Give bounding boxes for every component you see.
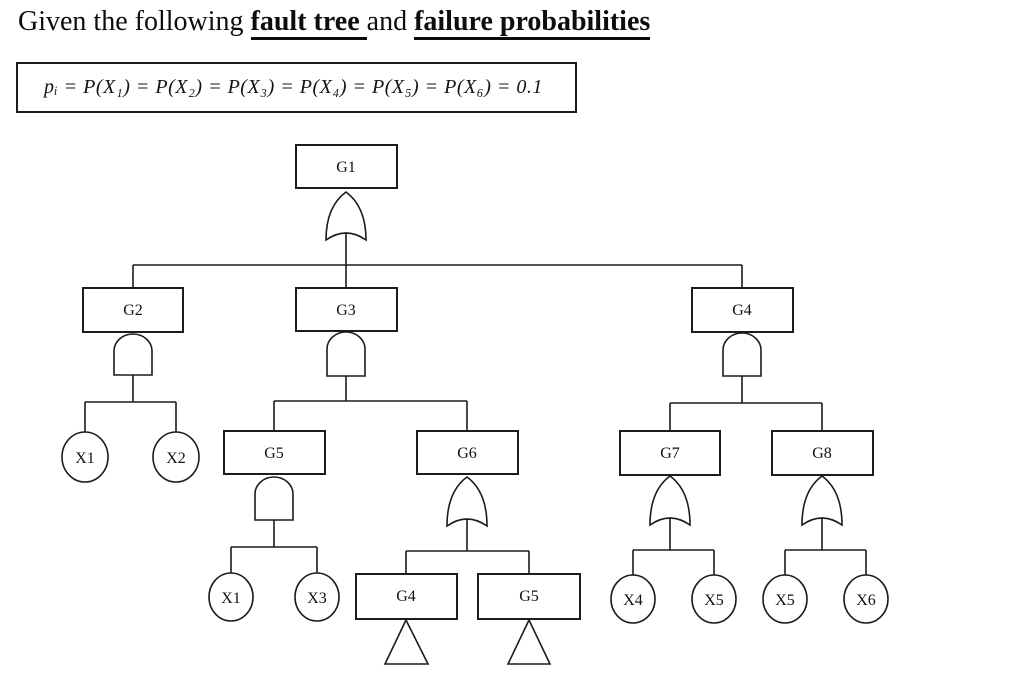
gate-g3: G3 xyxy=(295,287,398,332)
event-circle-x4 xyxy=(610,574,656,624)
and-gate-icon-g3 xyxy=(326,331,366,377)
gate-box-g6 xyxy=(416,430,519,475)
event-circle-x5a xyxy=(691,574,737,624)
event-label-x5a: X5 xyxy=(704,592,724,609)
event-circle-x2 xyxy=(152,431,200,483)
failure-probability-formula-box: pᵢ = P(X₁) = P(X₂) = P(X₃) = P(X₄) = P(X… xyxy=(16,62,577,113)
connectors xyxy=(84,228,867,575)
event-circle-x1b xyxy=(208,572,254,622)
connector-g1-children xyxy=(132,228,743,288)
basic-event-x5-under-g8: X5 xyxy=(762,574,808,624)
event-circle-x1 xyxy=(61,431,109,483)
gate-label-g3: G3 xyxy=(336,302,356,319)
or-gate-icon-g7 xyxy=(649,475,691,527)
basic-event-x5-under-g7: X5 xyxy=(691,574,737,624)
transfer-g4: G4 xyxy=(355,573,458,665)
event-label-x6: X6 xyxy=(856,592,876,609)
gate-box-g4 xyxy=(691,287,794,333)
gate-label-g1: G1 xyxy=(336,159,356,176)
gate-box-g1 xyxy=(295,144,398,189)
gate-g8: G8 xyxy=(771,430,874,476)
event-label-x1b: X1 xyxy=(221,590,241,607)
transfer-label-g4: G4 xyxy=(396,588,416,605)
title-mid: and xyxy=(366,6,415,37)
gate-label-g5: G5 xyxy=(264,445,284,462)
basic-event-x4-under-g7: X4 xyxy=(610,574,656,624)
gate-label-g6: G6 xyxy=(457,445,477,462)
transfer-triangle-icon-g5 xyxy=(506,618,552,665)
connector-g3-children xyxy=(273,376,468,431)
gate-box-g3 xyxy=(295,287,398,332)
event-circle-x3 xyxy=(294,572,340,622)
or-gate-icon-g8 xyxy=(801,475,843,527)
basic-event-x1-under-g5: X1 xyxy=(208,572,254,622)
gate-label-g8: G8 xyxy=(812,445,832,462)
event-label-x5b: X5 xyxy=(775,592,795,609)
event-circle-x6 xyxy=(843,574,889,624)
gate-box-g2 xyxy=(82,287,184,333)
gate-box-g7 xyxy=(619,430,721,476)
gate-label-g4: G4 xyxy=(732,302,752,319)
transfer-box-g4 xyxy=(355,573,458,620)
gate-g1: G1 xyxy=(295,144,398,189)
basic-event-x6-under-g8: X6 xyxy=(843,574,889,624)
gate-g6: G6 xyxy=(416,430,519,475)
gate-g4: G4 xyxy=(691,287,794,333)
connector-g4-children xyxy=(669,376,823,431)
title-term-failure-probabilities: failure probabilities xyxy=(414,6,651,40)
transfer-triangle-icon-g4 xyxy=(383,618,430,665)
or-gate-icon-g1 xyxy=(325,191,367,242)
gate-label-g7: G7 xyxy=(660,445,680,462)
connector-g6-children xyxy=(405,514,530,574)
basic-event-x1-under-g2: X1 xyxy=(61,431,109,483)
gate-label-g2: G2 xyxy=(123,302,143,319)
and-gate-icon-g4 xyxy=(722,332,762,377)
transfer-g5: G5 xyxy=(477,573,581,665)
failure-probability-formula: pᵢ = P(X₁) = P(X₂) = P(X₃) = P(X₄) = P(X… xyxy=(44,76,543,98)
and-gate-icon-g2 xyxy=(113,333,153,376)
title-lead: Given the following xyxy=(18,6,251,37)
basic-event-x3-under-g5: X3 xyxy=(294,572,340,622)
gate-g7: G7 xyxy=(619,430,721,476)
title-term-fault-tree: fault tree xyxy=(250,6,367,40)
event-circle-x5b xyxy=(762,574,808,624)
connector-g5-children xyxy=(230,520,318,574)
gate-box-g8 xyxy=(771,430,874,476)
connector-g7-children xyxy=(632,513,715,575)
transfer-label-g5: G5 xyxy=(519,588,539,605)
transfer-box-g5 xyxy=(477,573,581,620)
gate-g5: G5 xyxy=(223,430,326,475)
gate-g2: G2 xyxy=(82,287,184,333)
connector-g8-children xyxy=(784,513,867,575)
and-gate-icon-g5 xyxy=(254,476,294,521)
connector-g2-children xyxy=(84,375,177,433)
basic-event-x2-under-g2: X2 xyxy=(152,431,200,483)
gate-symbols xyxy=(113,191,843,528)
event-label-x1: X1 xyxy=(75,450,95,467)
event-label-x4: X4 xyxy=(623,592,643,609)
gate-box-g5 xyxy=(223,430,326,475)
event-label-x3: X3 xyxy=(307,590,327,607)
event-label-x2: X2 xyxy=(166,450,186,467)
or-gate-icon-g6 xyxy=(446,476,488,528)
